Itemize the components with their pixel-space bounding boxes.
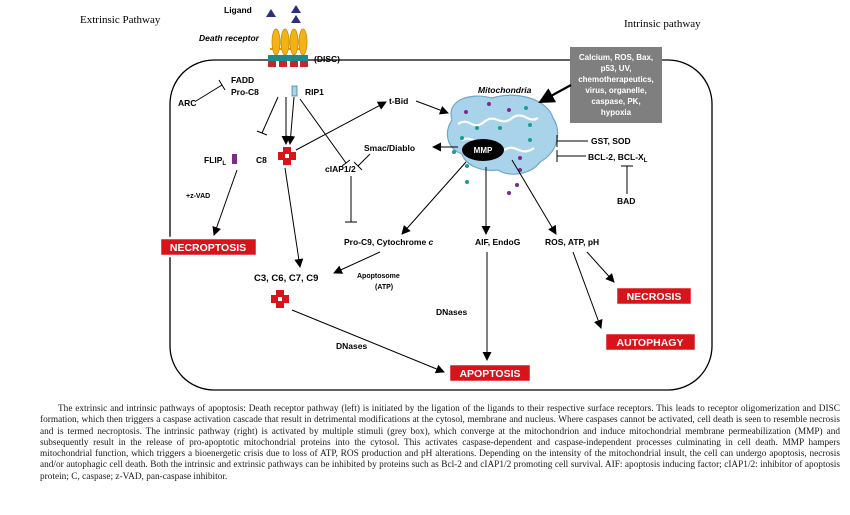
flip-label: FLIPL: [204, 155, 226, 167]
ciap-label: cIAP1/2: [325, 164, 356, 174]
rip1-icon: [291, 85, 298, 97]
caspases-label: C3, C6, C7, C9: [254, 273, 318, 284]
atp-label: (ATP): [375, 284, 393, 291]
stimuli-list: Calcium, ROS, Bax, p53, UV, chemotherape…: [578, 53, 654, 117]
arrow-stimuli-to-mito: [538, 84, 572, 103]
tbid-label: t-Bid: [389, 96, 408, 106]
arrow-ros-to-necrosis: [586, 251, 615, 283]
rip1-label: RIP1: [305, 87, 324, 97]
arrow-c8-to-caspases: [284, 167, 304, 268]
arrow-mito-to-ros: [511, 159, 557, 235]
arrow-proc9-to-caspases: [333, 251, 381, 274]
necrosis-label: NECROSIS: [627, 291, 682, 303]
arrow-c8-to-tbid: [295, 101, 387, 151]
bcl-label: BCL-2, BCL-XL: [588, 152, 648, 164]
apoptosis-label: APOPTOSIS: [459, 368, 520, 380]
arrow-mito-to-proc9: [401, 161, 467, 235]
arrow-tbid-to-mito: [415, 100, 449, 115]
caspase-cross-icon: [271, 290, 289, 308]
autophagy-label: AUTOPHAGY: [617, 337, 684, 349]
death-receptor-icon: [268, 28, 308, 67]
c8-cross-icon: [278, 147, 296, 165]
mitochondria-label: Mitochondria: [478, 85, 532, 95]
stimulus-line: chemotherapeutics,: [578, 75, 654, 84]
mmp-node: [462, 139, 504, 161]
extrinsic-heading: Extrinsic Pathway: [80, 14, 161, 26]
apoptosome-label: Apoptosome: [357, 273, 400, 280]
zvad-label: +z-VAD: [186, 193, 210, 200]
apoptosis-box: [447, 362, 533, 384]
fadd-label: FADD: [231, 75, 254, 85]
cell-membrane: [169, 59, 713, 391]
necroptosis-box: [158, 236, 259, 258]
flip-icon: [232, 154, 237, 164]
aif-endog-label: AIF, EndoG: [475, 237, 521, 247]
c8-label: C8: [256, 155, 267, 165]
mitochondrion-icon: [446, 94, 559, 195]
arrow-ros-to-autophagy: [572, 251, 603, 329]
disc-label: (DISC): [314, 54, 340, 64]
smac-label: Smac/Diablo: [364, 143, 415, 153]
pathway-arrows: [212, 84, 615, 374]
inhibition-lines: [195, 79, 633, 223]
necroptosis-label: NECROPTOSIS: [170, 242, 246, 254]
autophagy-box: [603, 331, 698, 353]
ligand-label: Ligand: [224, 5, 252, 15]
stimulus-line: virus, organelle,: [585, 86, 646, 95]
death-receptor-label: Death receptor: [199, 33, 260, 43]
gst-sod-label: GST, SOD: [591, 136, 631, 146]
mmp-label: MMP: [474, 146, 493, 155]
stimulus-line: caspase, PK,: [591, 97, 640, 106]
arrow-rip1-to-c8: [286, 96, 296, 145]
stimulus-line: Calcium, ROS, Bax,: [579, 53, 653, 62]
ligand-icons: [266, 5, 301, 23]
dnases-right-label: DNases: [436, 307, 467, 317]
necrosis-box: [614, 285, 694, 307]
intrinsic-heading: Intrinsic pathway: [624, 18, 701, 30]
stimuli-box: [570, 47, 662, 123]
apoptosis-pathway-diagram: Extrinsic Pathway Intrinsic pathway Liga…: [80, 5, 713, 391]
stimulus-line: p53, UV,: [601, 64, 632, 73]
stimulus-line: hypoxia: [601, 108, 632, 117]
bad-label: BAD: [617, 196, 635, 206]
ros-atp-label: ROS, ATP, pH: [545, 237, 599, 247]
arc-label: ARC: [178, 98, 196, 108]
arrow-flip-to-necroptosis: [212, 169, 238, 236]
pro-c8-label: Pro-C8: [231, 87, 259, 97]
pro-c9-label: Pro-C9, Cytochrome c: [344, 237, 434, 247]
figure-caption: The extrinsic and intrinsic pathways of …: [40, 404, 840, 482]
arrow-caspases-to-apoptosis: [291, 309, 445, 374]
dnases-left-label: DNases: [336, 341, 367, 351]
